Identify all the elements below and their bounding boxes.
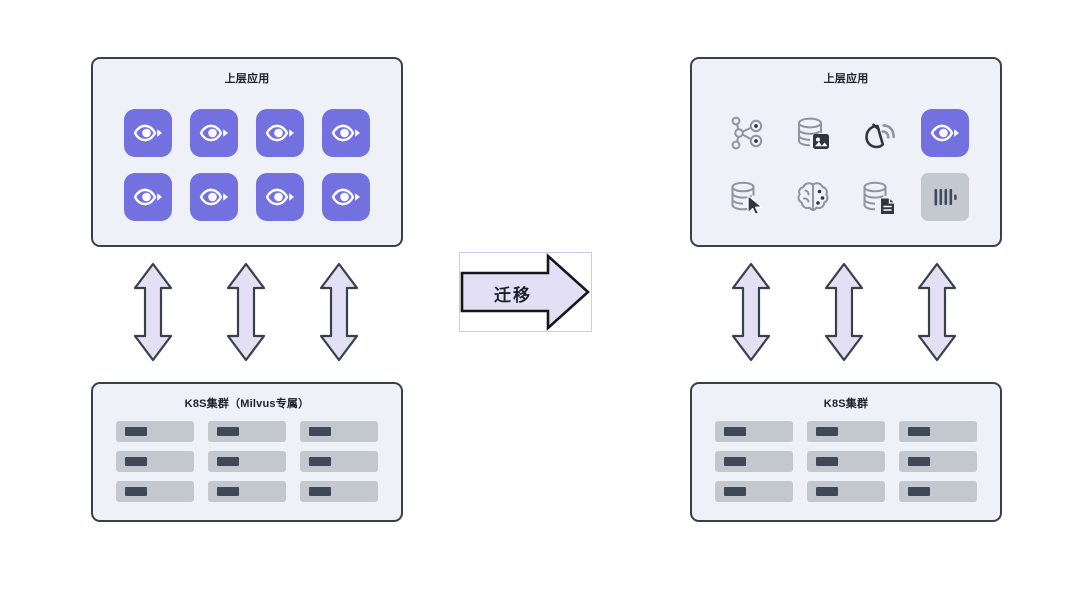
right-cluster-panel: K8S集群 [690, 382, 1002, 522]
brain-ai-icon[interactable] [789, 173, 837, 221]
server-rack-unit [208, 421, 286, 442]
migration-arrow-label: 迁移 [494, 286, 532, 305]
bidirectional-arrow [224, 262, 268, 362]
server-rack-unit [899, 481, 977, 502]
server-rack-unit [300, 481, 378, 502]
right-app-panel: 上层应用 [690, 57, 1002, 247]
left-app-panel-title: 上层应用 [224, 73, 270, 85]
rack-led-icon [309, 427, 331, 436]
bidirectional-arrow [729, 262, 773, 362]
rack-led-icon [309, 457, 331, 466]
milvus-logo-icon[interactable] [190, 173, 238, 221]
right-app-icon-grid [692, 101, 1000, 229]
server-rack-unit [300, 421, 378, 442]
barcode-vector-icon[interactable] [921, 173, 969, 221]
milvus-logo-icon[interactable] [322, 173, 370, 221]
rack-led-icon [217, 427, 239, 436]
left-rack-grid [93, 421, 401, 502]
radar-signal-icon[interactable] [855, 109, 903, 157]
left-cluster-panel-title: K8S集群（Milvus专属） [184, 398, 310, 410]
bidirectional-arrow [317, 262, 361, 362]
database-document-icon[interactable] [855, 173, 903, 221]
milvus-logo-icon[interactable] [256, 109, 304, 157]
server-rack-unit [807, 451, 885, 472]
server-rack-unit [715, 481, 793, 502]
rack-led-icon [217, 457, 239, 466]
rack-led-icon [125, 487, 147, 496]
bidirectional-arrow [822, 262, 866, 362]
network-graph-icon[interactable] [723, 109, 771, 157]
rack-led-icon [724, 457, 746, 466]
left-app-icon-grid [93, 101, 401, 229]
server-rack-unit [208, 481, 286, 502]
server-rack-unit [715, 421, 793, 442]
rack-led-icon [217, 487, 239, 496]
milvus-logo-icon[interactable] [921, 109, 969, 157]
rack-led-icon [816, 457, 838, 466]
left-app-panel: 上层应用 [91, 57, 403, 247]
server-rack-unit [899, 421, 977, 442]
rack-led-icon [816, 427, 838, 436]
server-rack-unit [116, 481, 194, 502]
server-rack-unit [807, 481, 885, 502]
milvus-logo-icon[interactable] [256, 173, 304, 221]
migration-arrow-shape [460, 253, 590, 331]
bidirectional-arrow [915, 262, 959, 362]
database-cursor-icon[interactable] [723, 173, 771, 221]
rack-led-icon [816, 487, 838, 496]
rack-led-icon [724, 487, 746, 496]
milvus-logo-icon[interactable] [124, 109, 172, 157]
server-rack-unit [116, 451, 194, 472]
right-cluster-panel-title: K8S集群 [823, 398, 869, 410]
right-app-panel-title: 上层应用 [823, 73, 869, 85]
bidirectional-arrow [131, 262, 175, 362]
milvus-logo-icon[interactable] [322, 109, 370, 157]
server-rack-unit [300, 451, 378, 472]
right-rack-grid [692, 421, 1000, 502]
migration-arrow-selection-box[interactable]: 迁移 [459, 252, 592, 332]
milvus-logo-icon[interactable] [124, 173, 172, 221]
server-rack-unit [807, 421, 885, 442]
rack-led-icon [908, 457, 930, 466]
milvus-logo-icon[interactable] [190, 109, 238, 157]
server-rack-unit [899, 451, 977, 472]
server-rack-unit [208, 451, 286, 472]
database-image-icon[interactable] [789, 109, 837, 157]
server-rack-unit [715, 451, 793, 472]
server-rack-unit [116, 421, 194, 442]
rack-led-icon [125, 457, 147, 466]
left-cluster-panel: K8S集群（Milvus专属） [91, 382, 403, 522]
rack-led-icon [724, 427, 746, 436]
rack-led-icon [908, 427, 930, 436]
rack-led-icon [908, 487, 930, 496]
rack-led-icon [309, 487, 331, 496]
rack-led-icon [125, 427, 147, 436]
